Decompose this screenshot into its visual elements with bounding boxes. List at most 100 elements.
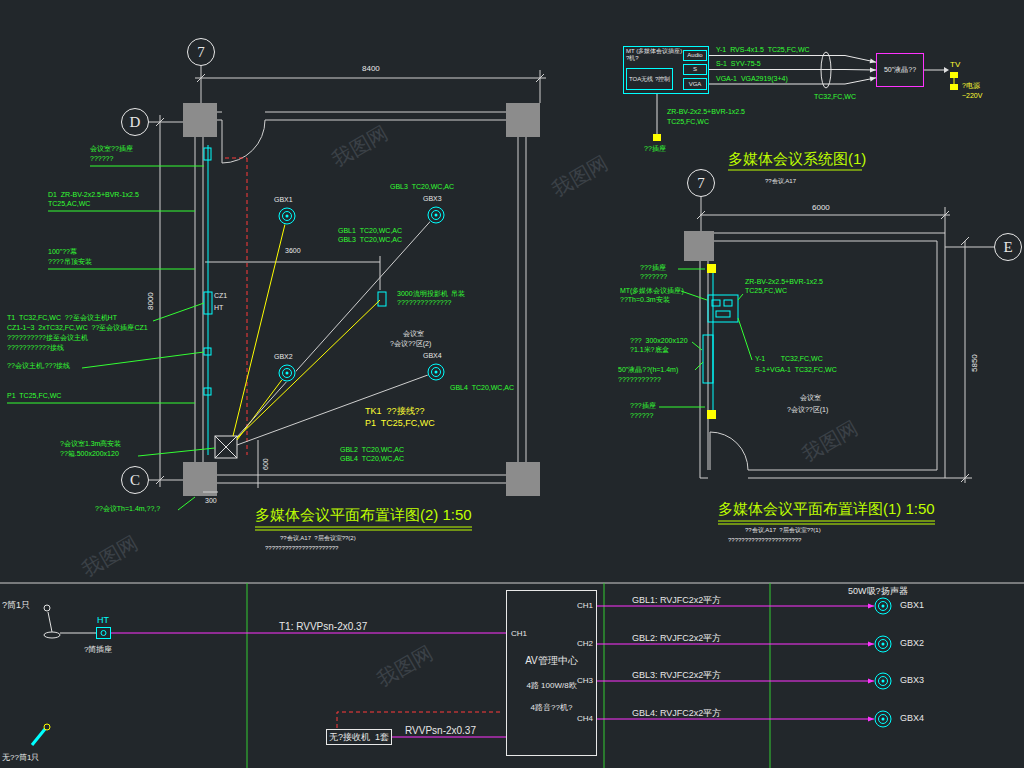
box-text: VGA: [689, 81, 702, 88]
annotation: 50"液晶??(h=1.4m): [618, 366, 678, 374]
port-box: VGA: [683, 78, 707, 90]
dimension-text: 300: [205, 497, 217, 505]
annotation: ????吊顶安装: [48, 258, 92, 266]
speaker-dot: [286, 372, 289, 375]
annotation: 无??筒1只: [2, 753, 39, 762]
cable-yellow: [233, 216, 380, 440]
annotation: GBL2 TC20,WC,AC: [340, 446, 404, 454]
socket-dot: [101, 631, 106, 636]
speaker-symbol: GBX4: [874, 710, 892, 728]
channel-label: CH1: [577, 601, 593, 610]
wireless-mic-icon: [32, 729, 45, 745]
socket-symbol: [950, 84, 958, 90]
unit-spec: 4路音??机?: [507, 703, 596, 712]
speaker-icon: [278, 207, 296, 225]
cyan-equipment: [204, 292, 212, 314]
speaker-label: GBX3: [423, 195, 442, 203]
cyan-equipment: [204, 148, 211, 160]
microphone-icon: [48, 612, 52, 632]
annotation: ??????: [630, 412, 653, 420]
cable-label: RVVPsn-2x0.37: [404, 725, 477, 737]
speaker-ring: [875, 711, 891, 727]
annotation: ??会议,A17 ?层会议室??(2): [280, 535, 356, 542]
channel-label: CH2: [577, 639, 593, 648]
axis-bubble: E: [994, 233, 1022, 261]
annotation: GBL3 TC20,WC,AC: [390, 183, 454, 191]
annotation: MT(多媒体会议插座): [620, 287, 684, 295]
cyan-equipment: [204, 388, 211, 395]
cyan-equipment: [378, 292, 386, 306]
annotation: ??会议,A17 ?层会议室??(1): [745, 527, 821, 534]
annotation: Y-1 TC32,FC,WC: [755, 355, 823, 363]
socket-symbol: [653, 72, 958, 419]
annotation: TC25,AC,WC: [48, 200, 90, 208]
axis-label: E: [1003, 240, 1012, 255]
annotation: ZR-BV-2x2.5+BVR-1x2.5: [745, 278, 823, 286]
speaker-symbol: GBX4: [427, 363, 445, 381]
annotation: 3000流明投影机 吊装: [397, 290, 465, 298]
channel-label: CH3: [577, 676, 593, 685]
connector-line: [597, 606, 874, 607]
box-text: S: [693, 66, 697, 73]
receiver-box: TOA无线 ?控制: [626, 68, 673, 90]
annotation: ?会议室1.3m高安装: [60, 440, 121, 448]
red-dashed-line: [225, 158, 500, 728]
annotation: ??????: [90, 155, 113, 163]
annotation: ?1.1米?底盒: [630, 346, 669, 354]
annotation: ??????????????: [397, 299, 452, 307]
annotation: ??????????????????????: [265, 545, 338, 552]
watermark: 我图网: [548, 152, 611, 202]
annotation: TV: [950, 60, 960, 69]
dimension-line: [697, 197, 994, 483]
speaker-ring: [879, 677, 888, 686]
column: [506, 103, 540, 137]
annotation: T1 TC32,FC,WC ??至会议主机HT: [7, 314, 117, 322]
column: [183, 462, 217, 496]
cyan-equipment: [204, 348, 211, 355]
connector-line: [707, 69, 876, 71]
wall-line: [195, 112, 526, 483]
annotation: ???插座: [640, 264, 666, 272]
speaker-dot: [435, 371, 438, 374]
dimension-text: 3600: [285, 247, 301, 255]
cyan-equipment: [712, 300, 720, 306]
grid-line: [247, 583, 770, 768]
leader-line: [7, 166, 752, 510]
speaker-ring: [879, 602, 888, 611]
speaker-ring: [428, 364, 444, 380]
drawing-title: 多媒体会议平面布置详图(2) 1:50: [255, 506, 472, 523]
speaker-ring: [428, 207, 444, 223]
dimension-line: [149, 66, 994, 492]
speaker-dot: [882, 680, 885, 683]
cyan-equipment: [716, 311, 730, 317]
port-box: Audio: [683, 50, 707, 61]
speaker-symbol: GBX2: [874, 635, 892, 653]
annotation: ??会议主机,???接线: [7, 362, 70, 370]
wall-line: [222, 120, 265, 163]
speaker-dot: [882, 718, 885, 721]
axis-label: C: [130, 473, 140, 488]
annotation: ??? 300x200x120: [630, 337, 688, 345]
speaker-label: GBX2: [900, 638, 924, 648]
axis-label: 7: [197, 45, 205, 60]
annotation: ??会议,A17: [765, 178, 796, 185]
connector-line: [597, 644, 874, 645]
junction-box: [215, 436, 237, 458]
annotation: 会议室: [403, 330, 424, 338]
box-text: ?机?: [626, 55, 639, 62]
cable-label: GBL1: RVJFC2x2平方: [631, 595, 722, 605]
title-underline: [255, 170, 935, 530]
cable-label: VGA-1 VGA2919(3+4): [715, 75, 789, 83]
socket-symbol: [707, 264, 716, 273]
cable-label: GBL3: RVJFC2x2平方: [631, 670, 722, 680]
cable-white: [237, 215, 436, 445]
annotation: ??Th=0.3m安装: [620, 296, 670, 304]
receiver-box: 无?接收机 1套: [326, 729, 392, 745]
cyan-equipment: [703, 335, 713, 383]
annotation: ??????????接至会议主机: [7, 334, 88, 342]
annotation: P1 TC25,FC,WC: [7, 392, 61, 400]
grid-line: [247, 583, 770, 768]
annotation: P1 TC25,FC,WC: [365, 418, 435, 428]
annotation: TK1 ??接线??: [365, 406, 425, 416]
section-line: [0, 583, 1024, 584]
